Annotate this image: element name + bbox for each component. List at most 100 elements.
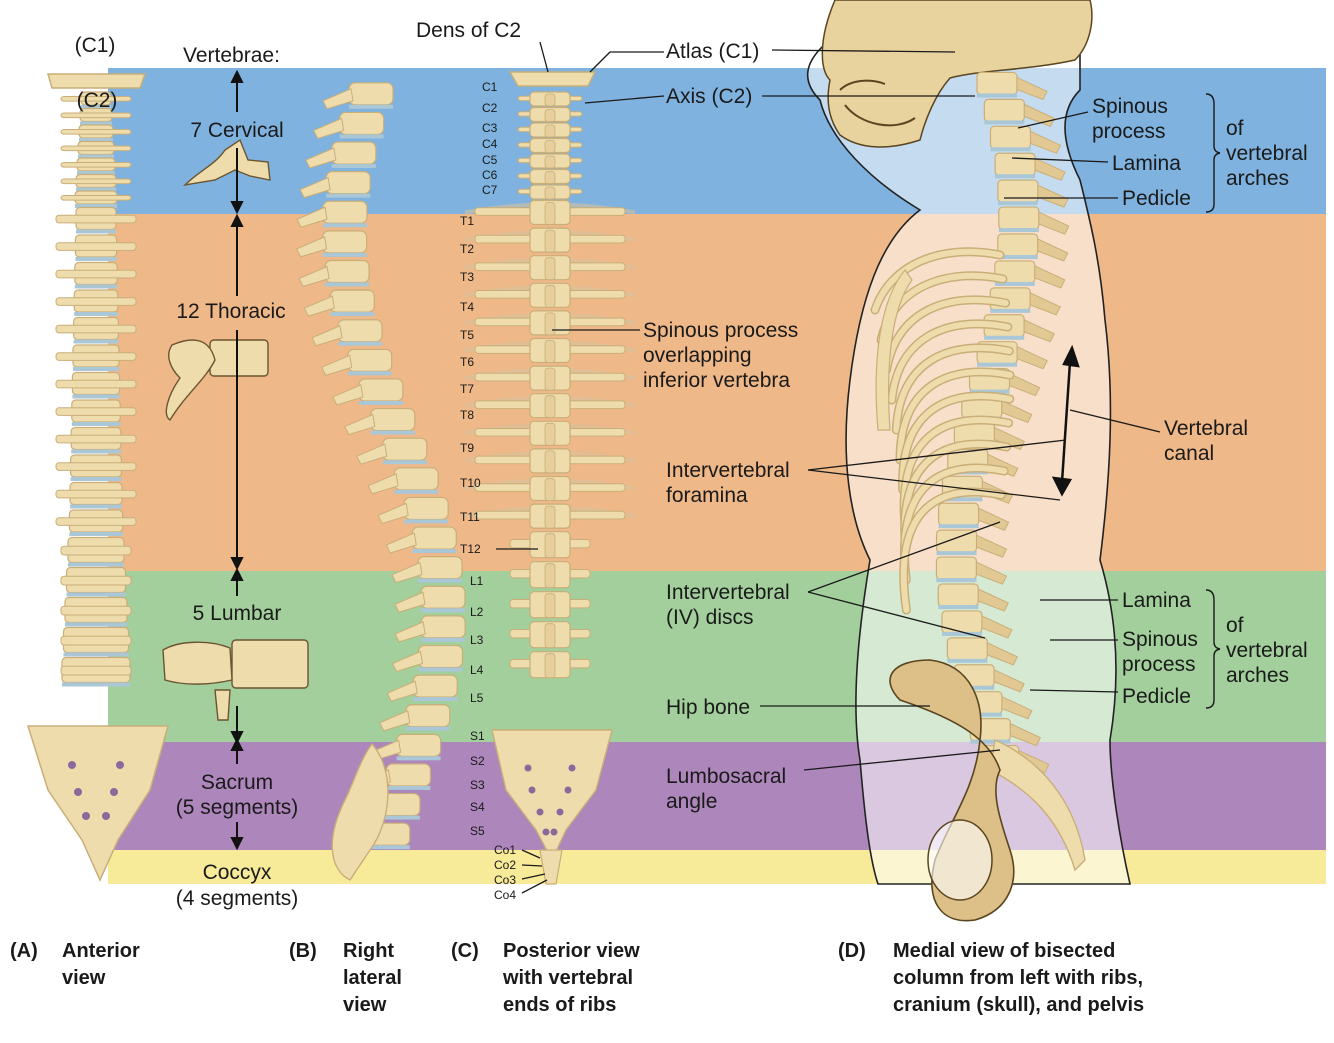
disc bbox=[386, 785, 431, 790]
spinous-process bbox=[1037, 184, 1069, 208]
spinous-process bbox=[1029, 130, 1062, 154]
disc bbox=[941, 631, 982, 636]
atlas-label: Atlas (C1) bbox=[666, 40, 760, 63]
vertebra-body bbox=[941, 610, 983, 634]
disc bbox=[375, 815, 420, 820]
disc bbox=[81, 105, 111, 109]
sacral-foramen bbox=[110, 788, 118, 796]
disc bbox=[990, 308, 1031, 313]
sacral-foramen bbox=[542, 828, 550, 836]
rib-highlight bbox=[883, 296, 1009, 373]
spinous-process bbox=[544, 140, 556, 153]
vertebra-body bbox=[937, 502, 980, 526]
vertebra-body bbox=[322, 230, 368, 254]
spinous-process bbox=[544, 124, 556, 138]
spinous-process bbox=[299, 176, 331, 199]
spinous-process bbox=[544, 450, 556, 474]
vertebra-level-co2: Co2 bbox=[494, 858, 517, 872]
spinous-process bbox=[993, 426, 1026, 451]
disc bbox=[420, 608, 465, 613]
disc bbox=[938, 524, 979, 529]
vertebra-level-t4: T4 bbox=[460, 300, 475, 314]
vertebra-body bbox=[935, 556, 978, 580]
transverse-process bbox=[55, 407, 137, 416]
spinous-process bbox=[385, 532, 417, 554]
disc bbox=[413, 697, 458, 702]
transverse-process bbox=[55, 269, 137, 279]
spinous-process bbox=[975, 561, 1008, 585]
spinous-process bbox=[391, 650, 424, 673]
disc bbox=[69, 532, 123, 536]
lumbar-band bbox=[108, 571, 1326, 742]
spinous-process bbox=[544, 202, 556, 225]
vertebra-body bbox=[989, 125, 1032, 149]
disc bbox=[66, 592, 126, 597]
disc bbox=[75, 257, 117, 261]
vertebra-level-c4: C4 bbox=[482, 137, 498, 151]
c1-label-anterior: (C1) bbox=[74, 34, 116, 57]
vertebra-body bbox=[976, 71, 1018, 96]
vertebra-level-l1: L1 bbox=[470, 574, 484, 588]
vertebra-body bbox=[331, 141, 377, 165]
disc bbox=[326, 193, 371, 198]
vertebra-level-co3: Co3 bbox=[494, 873, 517, 887]
sacral-foramen bbox=[536, 808, 544, 816]
spinous-process bbox=[1034, 265, 1066, 289]
vertebra-body bbox=[937, 583, 979, 607]
sacral-foramen bbox=[82, 812, 90, 820]
vertebra-body bbox=[329, 289, 375, 313]
disc bbox=[961, 712, 1002, 717]
vertebra-body bbox=[417, 556, 463, 580]
sacrum-shape bbox=[989, 738, 1086, 872]
spinous-process bbox=[298, 265, 330, 288]
disc bbox=[947, 658, 988, 663]
hip-bone-label: Hip bone bbox=[666, 696, 751, 719]
transverse-process bbox=[60, 635, 132, 646]
vertebra-level-t9: T9 bbox=[460, 441, 475, 455]
spinous-process bbox=[986, 642, 1019, 666]
sacral-foramen bbox=[528, 786, 536, 794]
disc bbox=[72, 394, 120, 399]
disc bbox=[942, 497, 983, 502]
coccyx-shape bbox=[539, 849, 563, 885]
disc bbox=[347, 371, 392, 376]
disc bbox=[997, 255, 1038, 259]
spinous-process bbox=[312, 117, 345, 140]
disc bbox=[418, 667, 463, 672]
spinous-overlap-label: Spinous process overlapping inferior ver… bbox=[643, 319, 799, 392]
vertebra-level-c6: C6 bbox=[482, 168, 498, 182]
spinous-process bbox=[322, 88, 354, 110]
lamina-upper-label: Lamina bbox=[1112, 152, 1181, 175]
disc bbox=[396, 756, 441, 761]
spinous-process bbox=[311, 325, 343, 347]
spinous-process bbox=[1034, 157, 1066, 181]
caption-d: (D)Medial view of bisected column from l… bbox=[838, 938, 1144, 1019]
sternum bbox=[875, 269, 913, 431]
vertebra-level-l2: L2 bbox=[470, 605, 484, 619]
transverse-process bbox=[55, 462, 137, 471]
spinous-process bbox=[544, 257, 556, 281]
vertebra-body bbox=[382, 437, 428, 461]
dens-label: Dens of C2 bbox=[416, 19, 522, 42]
sacrum-label: Sacrum (5 segments) bbox=[175, 771, 299, 819]
disc bbox=[339, 134, 384, 139]
transverse-process bbox=[60, 545, 132, 556]
spinous-process bbox=[544, 505, 556, 529]
caption-a-letter: (A) bbox=[10, 940, 38, 962]
sacral-foramen bbox=[74, 788, 82, 796]
spinous-process bbox=[321, 354, 353, 376]
transverse-process bbox=[60, 145, 132, 152]
transverse-process bbox=[60, 195, 132, 201]
disc bbox=[73, 339, 119, 344]
disc bbox=[405, 726, 450, 731]
rib-highlight bbox=[896, 368, 1013, 463]
spinous-process bbox=[544, 533, 556, 559]
disc bbox=[74, 284, 118, 289]
vertebrae-heading: Vertebrae: bbox=[183, 44, 280, 67]
transverse-process bbox=[60, 129, 132, 135]
lumbar-count-label: 5 Lumbar bbox=[192, 602, 282, 625]
region-arrows bbox=[230, 69, 244, 851]
spinous-process bbox=[993, 668, 1025, 693]
transverse-process bbox=[60, 112, 132, 119]
disc bbox=[969, 389, 1010, 394]
